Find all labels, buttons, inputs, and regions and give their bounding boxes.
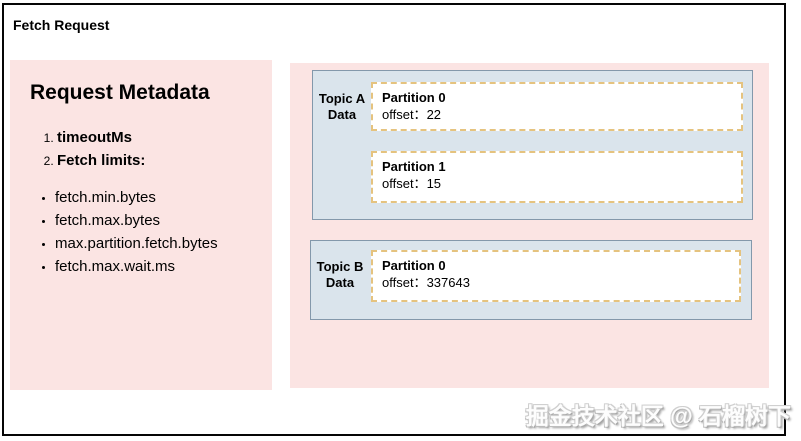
offset-value: 337643 bbox=[426, 275, 470, 290]
partition-offset: offset：15 bbox=[382, 175, 732, 192]
metadata-panel-title: Request Metadata bbox=[30, 81, 210, 104]
partition-name: Partition 0 bbox=[382, 258, 446, 273]
metadata-numbered-list: timeoutMs Fetch limits: bbox=[10, 126, 272, 172]
topic-a-partition-0-box: Partition 0 offset：22 bbox=[371, 82, 743, 131]
partition-name: Partition 0 bbox=[382, 90, 446, 105]
offset-label: offset： bbox=[382, 107, 427, 122]
offset-label: offset： bbox=[382, 176, 427, 191]
metadata-bullet-list: fetch.min.bytes fetch.max.bytes max.part… bbox=[10, 186, 272, 278]
partition-offset: offset：337643 bbox=[382, 274, 730, 291]
request-metadata-panel: Request Metadata timeoutMs Fetch limits:… bbox=[10, 60, 272, 390]
offset-label: offset： bbox=[382, 275, 427, 290]
list-item-fetch-limits: Fetch limits: bbox=[57, 149, 272, 172]
topic-data-panel: Topic A Data Partition 0 offset：22 Parti… bbox=[290, 63, 769, 388]
list-item-max-partition-fetch-bytes: max.partition.fetch.bytes bbox=[55, 232, 272, 255]
offset-value: 15 bbox=[426, 176, 442, 191]
topic-b-partition-0-box: Partition 0 offset：337643 bbox=[371, 250, 741, 302]
list-item-fetch-max-wait-ms: fetch.max.wait.ms bbox=[55, 255, 272, 278]
partition-offset: offset：22 bbox=[382, 106, 732, 123]
topic-b-label-line2: Data bbox=[325, 275, 355, 290]
list-item-fetch-min-bytes: fetch.min.bytes bbox=[55, 186, 272, 209]
topic-b-box: Topic B Data Partition 0 offset：337643 bbox=[310, 240, 752, 320]
list-item-fetch-max-bytes: fetch.max.bytes bbox=[55, 209, 272, 232]
offset-value: 22 bbox=[426, 107, 442, 122]
topic-a-label-line1: Topic A bbox=[318, 91, 366, 106]
partition-name: Partition 1 bbox=[382, 159, 446, 174]
watermark-text: 掘金技术社区 @ 石榴树下 bbox=[525, 403, 791, 429]
topic-a-partition-1-box: Partition 1 offset：15 bbox=[371, 151, 743, 203]
topic-b-label: Topic B Data bbox=[311, 259, 369, 291]
list-item-timeoutms: timeoutMs bbox=[57, 126, 272, 149]
diagram-title: Fetch Request bbox=[13, 17, 110, 33]
topic-b-label-line1: Topic B bbox=[316, 259, 364, 274]
topic-a-label-line2: Data bbox=[327, 107, 357, 122]
topic-a-box: Topic A Data Partition 0 offset：22 Parti… bbox=[312, 70, 753, 220]
topic-a-label: Topic A Data bbox=[313, 91, 371, 123]
